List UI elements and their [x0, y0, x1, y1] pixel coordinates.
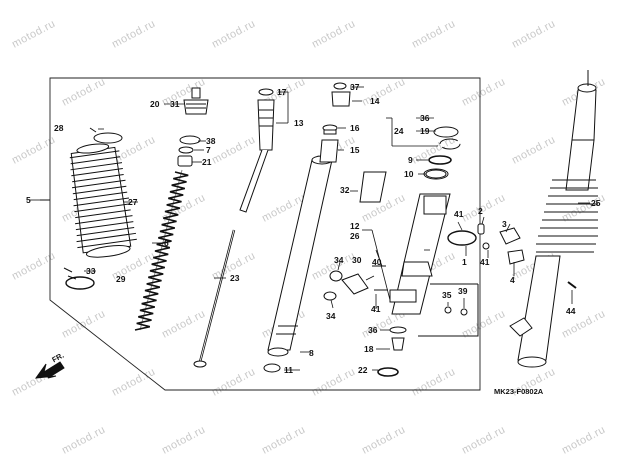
part-label: 17	[277, 87, 287, 97]
part-label: 9	[408, 155, 413, 165]
part-label: 7	[206, 145, 211, 155]
part-label: 27	[128, 197, 138, 207]
part-label: 25	[591, 198, 601, 208]
fork-spring	[134, 169, 189, 331]
part-label: 32	[340, 185, 350, 195]
assembly-frame	[49, 77, 481, 391]
top-cap-group	[319, 82, 351, 163]
part-label: 18	[364, 344, 374, 354]
part-label: 2	[478, 206, 483, 216]
front-direction-arrow	[34, 361, 65, 379]
part-label: 13	[294, 118, 304, 128]
part-label: 35	[442, 290, 452, 300]
part-label: 10	[404, 169, 414, 179]
bushing-11	[263, 363, 281, 373]
part-label: 44	[566, 306, 576, 316]
part-label: 22	[358, 365, 368, 375]
part-label: 31	[170, 99, 180, 109]
part-label: 36	[420, 113, 430, 123]
part-label: 4	[510, 275, 515, 285]
part-label: 26	[350, 231, 360, 241]
guide-32	[359, 171, 387, 203]
part-label: 20	[150, 99, 160, 109]
inner-fork-tube	[263, 155, 333, 373]
bracket-4	[507, 249, 525, 265]
clamp-42	[447, 230, 477, 246]
ring-37	[433, 126, 459, 138]
pin-2	[477, 223, 485, 235]
part-label: 15	[350, 145, 360, 155]
fork-boot-left	[69, 143, 137, 258]
part-label: 11	[284, 365, 293, 375]
part-label: 12	[350, 221, 360, 231]
part-label: 24	[394, 126, 404, 136]
part-label: 1	[462, 257, 467, 267]
part-label: 33	[86, 266, 96, 276]
part-label: 8	[309, 348, 314, 358]
part-label: 28	[54, 123, 64, 133]
part-label: 21	[202, 157, 212, 167]
part-label: 39	[458, 286, 468, 296]
part-label: 6	[164, 238, 169, 248]
part-label: 40	[372, 257, 382, 267]
block-30	[341, 273, 369, 295]
bolt-44	[567, 281, 577, 289]
sleeve-15	[319, 139, 339, 163]
part-label: 30	[352, 255, 362, 265]
part-label: 41	[454, 209, 464, 219]
bracket-3	[499, 227, 521, 245]
boot-clamp-lower	[65, 276, 95, 290]
assembled-fork-right	[509, 70, 598, 368]
outer-slider	[389, 168, 451, 315]
diagram-code: MK23-F0802A	[494, 387, 544, 396]
part-label: 34	[326, 311, 336, 321]
washer-36	[389, 326, 407, 334]
part-label: 14	[370, 96, 380, 106]
part-label: 38	[206, 136, 216, 146]
part-label: 19	[420, 126, 430, 136]
washer-34	[329, 270, 343, 282]
washer-39	[179, 135, 201, 145]
damper-rod	[193, 229, 236, 368]
damper-assembly	[239, 88, 275, 213]
part-label: 23	[230, 273, 240, 283]
collar-21	[177, 155, 193, 167]
boot-clamp-upper	[93, 132, 123, 144]
part-label: 16	[350, 123, 360, 133]
part-label: 41	[480, 257, 490, 267]
part-label: 37	[350, 82, 360, 92]
bolt-40	[460, 308, 468, 316]
part-label: 34	[334, 255, 344, 265]
bolt-35	[444, 306, 452, 314]
o-ring-22	[377, 367, 399, 377]
part-label: 3	[502, 219, 507, 229]
part-label: 41	[371, 304, 381, 314]
part-label: 5	[26, 195, 31, 205]
part-label: 29	[116, 274, 126, 284]
seal-9	[428, 155, 452, 165]
drain-18	[391, 337, 405, 351]
o-ring-7	[178, 146, 194, 154]
fork-cap-bolt	[183, 87, 209, 115]
clip-19	[439, 138, 461, 150]
bolt-43	[482, 242, 490, 250]
part-label: 36	[368, 325, 378, 335]
